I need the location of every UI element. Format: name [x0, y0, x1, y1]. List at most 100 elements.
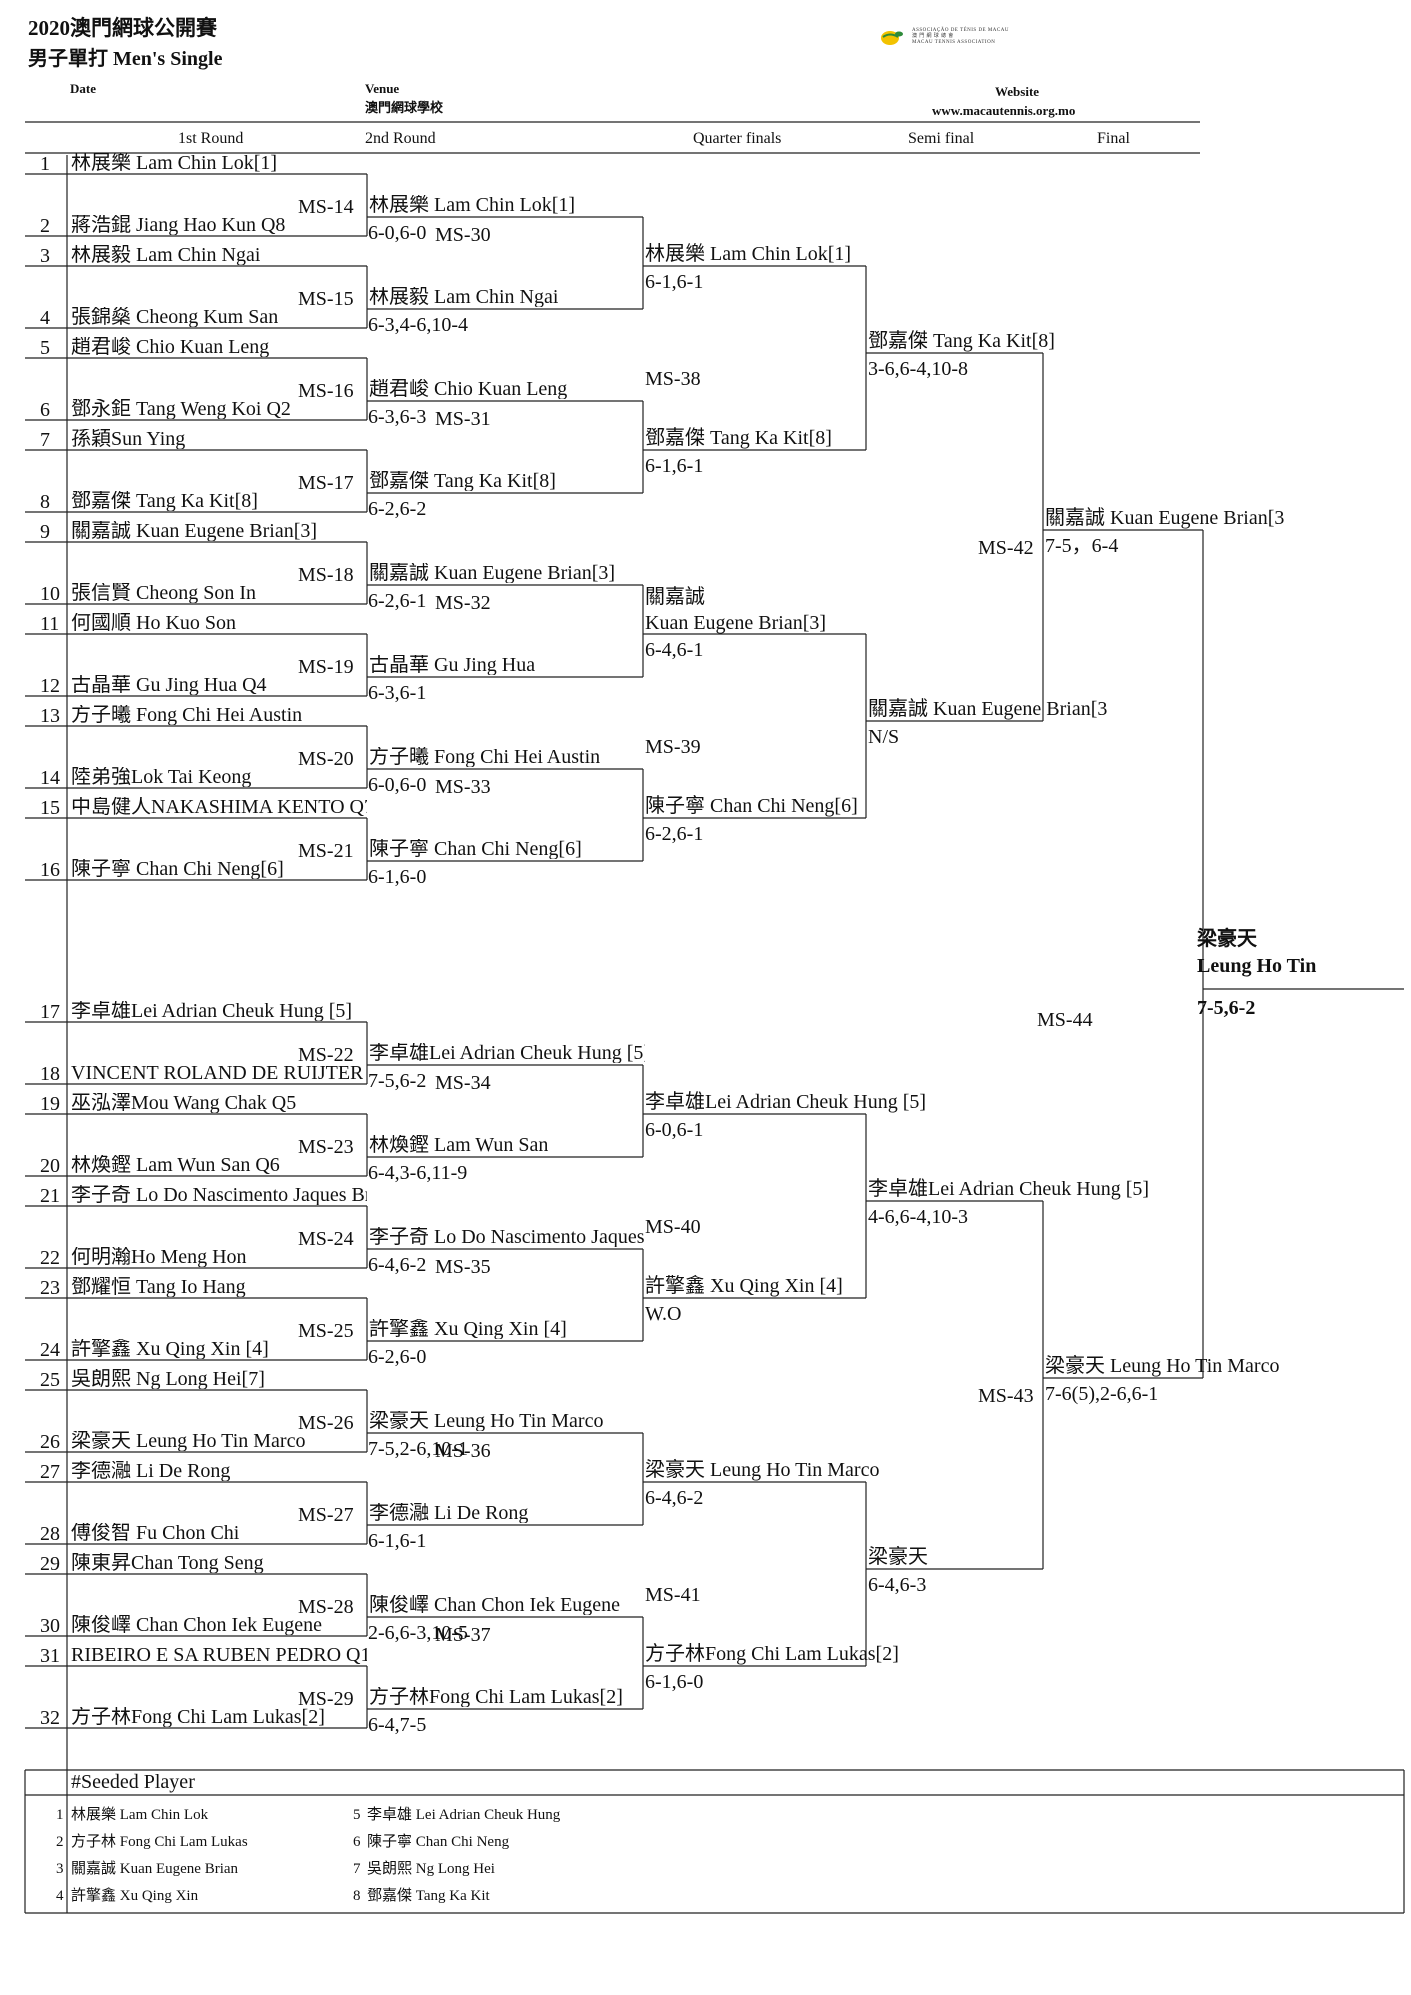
first-round-player: 鄧耀恒 Tang Io Hang [71, 1277, 246, 1297]
quarter-final-winner-cn: 關嘉誠 [645, 586, 705, 608]
venue-name: 澳門網球學校 [365, 100, 444, 115]
match-id: MS-16 [298, 380, 354, 402]
seeded-player: 李卓雄 Lei Adrian Cheuk Hung [367, 1807, 561, 1823]
seeded-player: 許擎鑫 Xu Qing Xin [71, 1888, 199, 1904]
draw-number: 11 [40, 613, 60, 635]
draw-number: 2 [40, 215, 50, 237]
draw-number: 1 [40, 153, 50, 175]
first-round-player: 巫泓澤Mou Wang Chak Q5 [71, 1093, 297, 1113]
first-round-player: 方子曦 Fong Chi Hei Austin [71, 705, 303, 725]
match-id: MS-40 [645, 1216, 701, 1238]
quarter-final-winner: 李卓雄Lei Adrian Cheuk Hung [5] [645, 1091, 927, 1113]
second-round-score: 6-2,6-1 [368, 590, 427, 612]
second-round-score: 6-0,6-0 [368, 774, 427, 796]
round-header-2: 2nd Round [365, 130, 436, 147]
champion-name-cn: 梁豪天 [1197, 928, 1257, 950]
match-id: MS-25 [298, 1320, 354, 1342]
first-round-player: 何國順 Ho Kuo Son [71, 613, 237, 633]
second-round-winner: 陳子寧 Chan Chi Neng[6] [369, 839, 582, 859]
draw-number: 14 [40, 767, 60, 789]
first-round-player: 李子奇 Lo Do Nascimento Jaques Brice [71, 1185, 367, 1205]
semi-final-score: 6-4,6-3 [868, 1574, 927, 1596]
match-id: MS-41 [645, 1584, 701, 1606]
match-id: MS-27 [298, 1504, 354, 1526]
draw-number: 5 [40, 337, 50, 359]
second-round-winner: 古晶華 Gu Jing Hua [369, 655, 536, 675]
second-round-score: 6-2,6-2 [368, 498, 427, 520]
match-id: MS-31 [435, 408, 491, 430]
second-round-winner: 關嘉誠 Kuan Eugene Brian[3] [369, 563, 616, 583]
date-label: Date [70, 81, 96, 96]
draw-number: 9 [40, 521, 50, 543]
first-round-player: VINCENT ROLAND DE RUIJTER [71, 1063, 364, 1083]
first-round-player: 張錦燊 Cheong Kum San [71, 307, 279, 327]
semi-final-winner: 關嘉誠 Kuan Eugene Brian[3 [868, 698, 1108, 720]
match-id: MS-17 [298, 472, 354, 494]
second-round-score: 6-1,6-0 [368, 866, 427, 888]
semi-final-winner: 李卓雄Lei Adrian Cheuk Hung [5] [868, 1178, 1150, 1200]
semi-final-winner: 鄧嘉傑 Tang Ka Kit[8] [868, 330, 1055, 352]
logo-line2: 澳 門 網 球 總 會 [912, 34, 954, 39]
second-round-score: 6-4,6-2 [368, 1254, 427, 1276]
match-id: MS-23 [298, 1136, 354, 1158]
quarter-final-score: 6-2,6-1 [645, 823, 704, 845]
champion-score: 7-5,6-2 [1197, 997, 1256, 1019]
match-id: MS-18 [298, 564, 354, 586]
second-round-winner: 林煥鏗 Lam Wun San [369, 1135, 549, 1155]
first-round-player: 鄧嘉傑 Tang Ka Kit[8] [71, 491, 258, 511]
quarter-final-score: 6-1,6-1 [645, 271, 704, 293]
draw-number: 13 [40, 705, 60, 727]
seeded-player: 陳子寧 Chan Chi Neng [367, 1834, 510, 1850]
quarter-final-winner-en: Kuan Eugene Brian[3] [645, 612, 827, 634]
match-id: MS-39 [645, 736, 701, 758]
seeded-title: #Seeded Player [71, 1771, 195, 1793]
second-round-winner: 李德瀜 Li De Rong [369, 1503, 529, 1523]
quarter-final-winner: 陳子寧 Chan Chi Neng[6] [645, 795, 858, 817]
draw-number: 12 [40, 675, 60, 697]
second-round-score: 6-2,6-0 [368, 1346, 427, 1368]
second-round-winner: 趙君峻 Chio Kuan Leng [369, 379, 568, 399]
first-round-player: 方子林Fong Chi Lam Lukas[2] [71, 1707, 325, 1727]
first-round-player: 林展毅 Lam Chin Ngai [71, 245, 261, 265]
second-round-score: 6-4,7-5 [368, 1714, 427, 1736]
second-round-score: 6-3,4-6,10-4 [368, 314, 468, 336]
tennis-ball-logo-icon [881, 31, 903, 45]
draw-number: 7 [40, 429, 50, 451]
second-round-winner: 林展毅 Lam Chin Ngai [369, 287, 559, 307]
draw-number: 16 [40, 859, 60, 881]
draw-number: 18 [40, 1063, 60, 1085]
round-header-4: Semi final [908, 130, 975, 147]
quarter-final-score: 6-1,6-0 [645, 1671, 704, 1693]
round-header-5: Final [1097, 130, 1130, 147]
draw-number: 23 [40, 1277, 60, 1299]
first-round-player: 李卓雄Lei Adrian Cheuk Hung [5] [71, 1001, 353, 1021]
draw-number: 10 [40, 583, 60, 605]
second-round-score: 6-1,6-1 [368, 1530, 427, 1552]
first-round-player: 張信賢 Cheong Son In [71, 583, 256, 603]
quarter-final-score: 6-4,6-1 [645, 639, 704, 661]
first-round-player: 林展樂 Lam Chin Lok[1] [71, 153, 278, 173]
first-round-player: 中島健人NAKASHIMA KENTO Q7 [71, 797, 367, 817]
first-round-player: 孫穎Sun Ying [71, 429, 186, 449]
draw-number: 28 [40, 1523, 60, 1545]
round-header-1: 1st Round [178, 130, 244, 147]
seeded-number: 6 [353, 1834, 361, 1850]
draw-number: 30 [40, 1615, 60, 1637]
second-round-score: 6-3,6-1 [368, 682, 427, 704]
match-id: MS-30 [435, 224, 491, 246]
quarter-final-score: 6-4,6-2 [645, 1487, 704, 1509]
match-id: MS-19 [298, 656, 354, 678]
round-header-3: Quarter finals [693, 130, 782, 147]
draw-number: 25 [40, 1369, 60, 1391]
match-id: MS-26 [298, 1412, 354, 1434]
draw-number: 3 [40, 245, 50, 267]
first-round-player: 鄧永鉅 Tang Weng Koi Q2 [71, 399, 291, 419]
second-round-winner: 鄧嘉傑 Tang Ka Kit[8] [369, 471, 556, 491]
first-round-player: RIBEIRO E SA RUBEN PEDRO Q1 [71, 1645, 367, 1665]
semi-final-score: 3-6,6-4,10-8 [868, 358, 968, 380]
first-round-player: 傅俊智 Fu Chon Chi [71, 1523, 240, 1543]
draw-number: 6 [40, 399, 50, 421]
first-round-player: 蔣浩錕 Jiang Hao Kun Q8 [71, 215, 286, 235]
seeded-number: 4 [56, 1888, 64, 1904]
